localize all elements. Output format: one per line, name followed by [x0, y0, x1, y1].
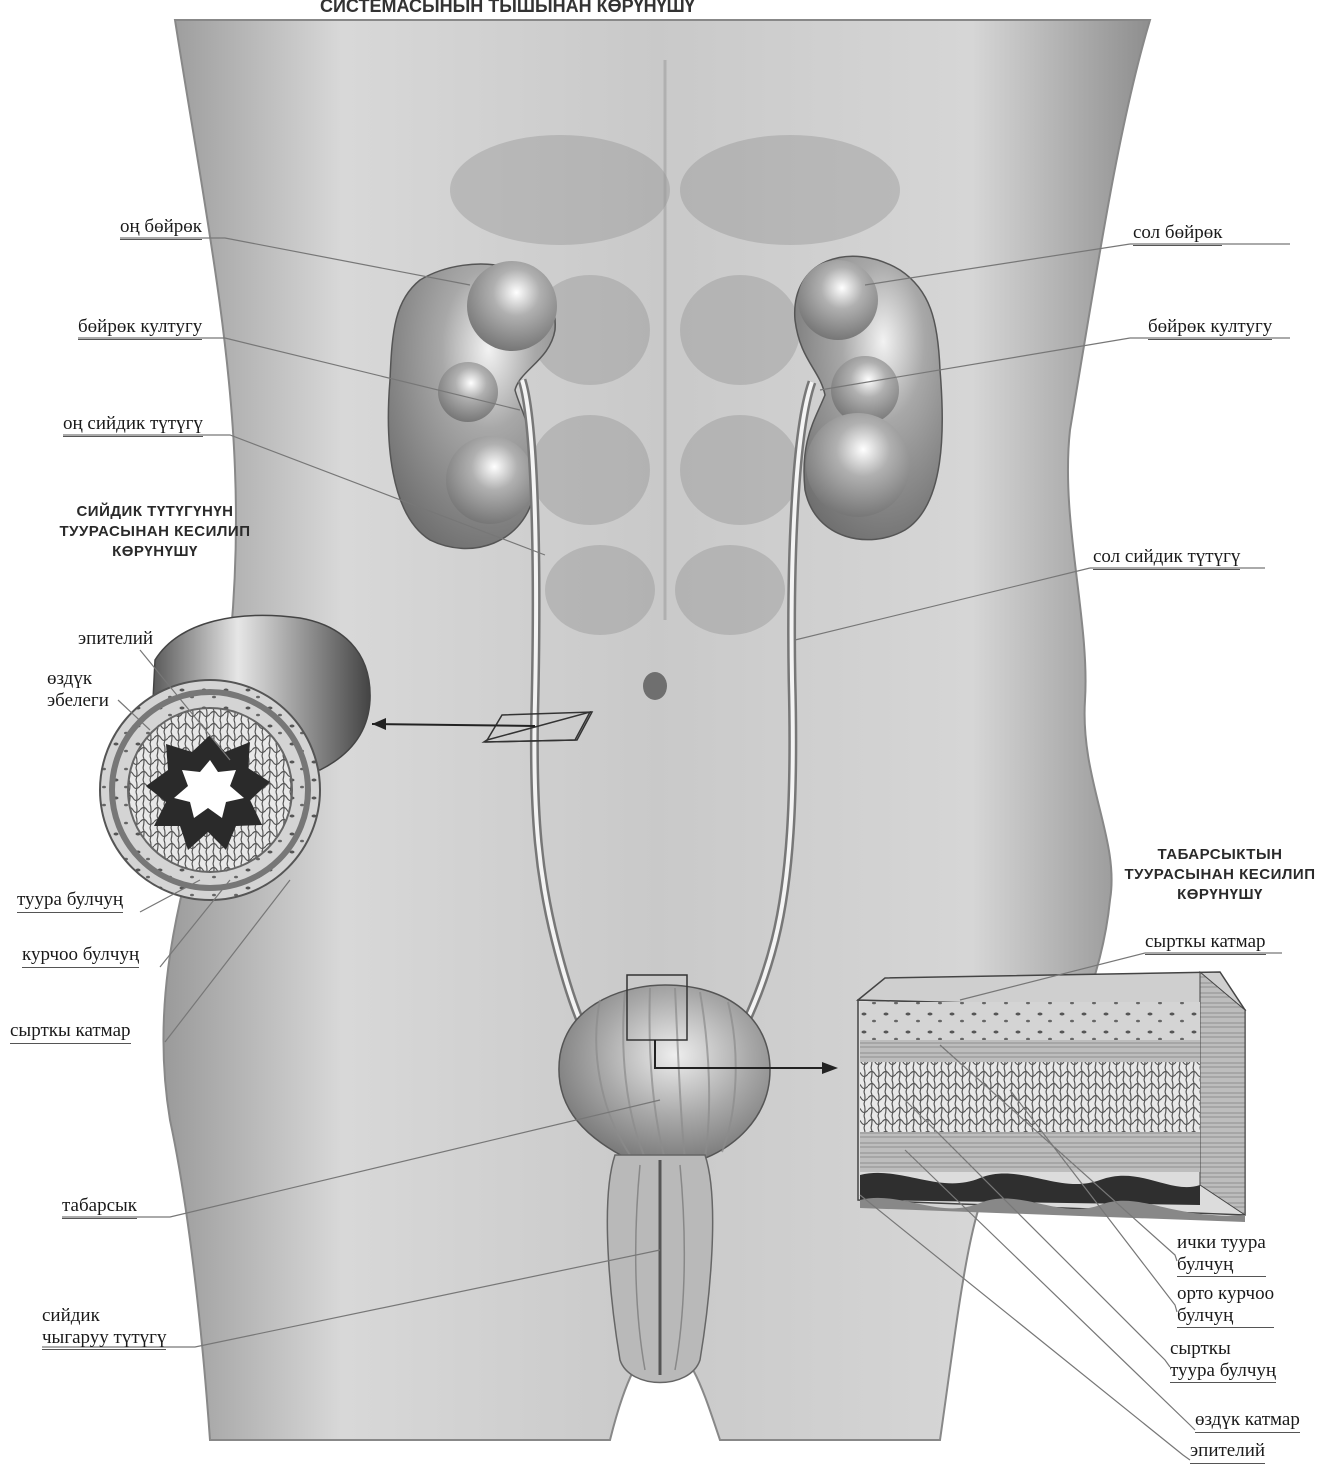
label-ureter-outer-layer: сырткы катмар [10, 1020, 131, 1044]
inner-long-line2: булчуң [1177, 1254, 1266, 1277]
ureter-section-heading: СИЙДИК ТҮТҮГҮНҮН ТУУРАСЫНАН КЕСИЛИП КӨРҮ… [55, 502, 255, 562]
ureter-mucosa-line1: өздүк [47, 668, 109, 690]
label-ureter-mucosa: өздүк эбелеги [47, 668, 109, 712]
label-left-renal-pelvis: бөйрөк култугу [1148, 316, 1272, 340]
middle-circ-line1: орто курчоо [1177, 1283, 1274, 1305]
label-bladder: табарсык [62, 1195, 137, 1219]
ureter-mucosa-line2: эбелеги [47, 690, 109, 712]
urethra-line2: чыгаруу түтүгү [42, 1327, 166, 1350]
outer-long-line2: туура булчуң [1170, 1360, 1276, 1383]
middle-circ-line2: булчуң [1177, 1305, 1274, 1328]
urethra-line1: сийдик [42, 1305, 166, 1327]
label-right-ureter: оң сийдик түтүгү [63, 413, 203, 437]
outer-long-line1: сырткы [1170, 1338, 1276, 1360]
label-bladder-outer-longitudinal: сырткы туура булчуң [1170, 1338, 1276, 1383]
label-right-kidney: оң бөйрөк [120, 216, 202, 240]
label-urethra: сийдик чыгаруу түтүгү [42, 1305, 166, 1350]
label-bladder-epithelium: эпителий [1190, 1440, 1265, 1464]
label-ureter-longitudinal-muscle: туура булчуң [17, 889, 123, 913]
label-left-ureter: сол сийдик түтүгү [1093, 546, 1240, 570]
label-bladder-outer-layer: сырткы катмар [1145, 931, 1266, 955]
label-bladder-middle-circular: орто курчоо булчуң [1177, 1283, 1274, 1328]
label-bladder-inner-longitudinal: ички туура булчуң [1177, 1232, 1266, 1277]
bladder-section-heading: ТАБАРСЫКТЫН ТУУРАСЫНАН КЕСИЛИП КӨРҮНҮШҮ [1120, 845, 1320, 905]
label-ureter-circular-muscle: курчоо булчуң [22, 944, 139, 968]
label-bladder-mucosa: өздүк катмар [1195, 1409, 1300, 1433]
inner-long-line1: ички туура [1177, 1232, 1266, 1254]
label-left-kidney: сол бөйрөк [1133, 222, 1222, 246]
label-right-renal-pelvis: бөйрөк култугу [78, 316, 202, 340]
bladder-wall-section [858, 972, 1245, 1222]
page-title: СИСТЕМАСЫНЫН ТЫШЫНАН КӨРҮНҮШҮ [320, 0, 1020, 14]
label-ureter-epithelium: эпителий [78, 628, 153, 650]
